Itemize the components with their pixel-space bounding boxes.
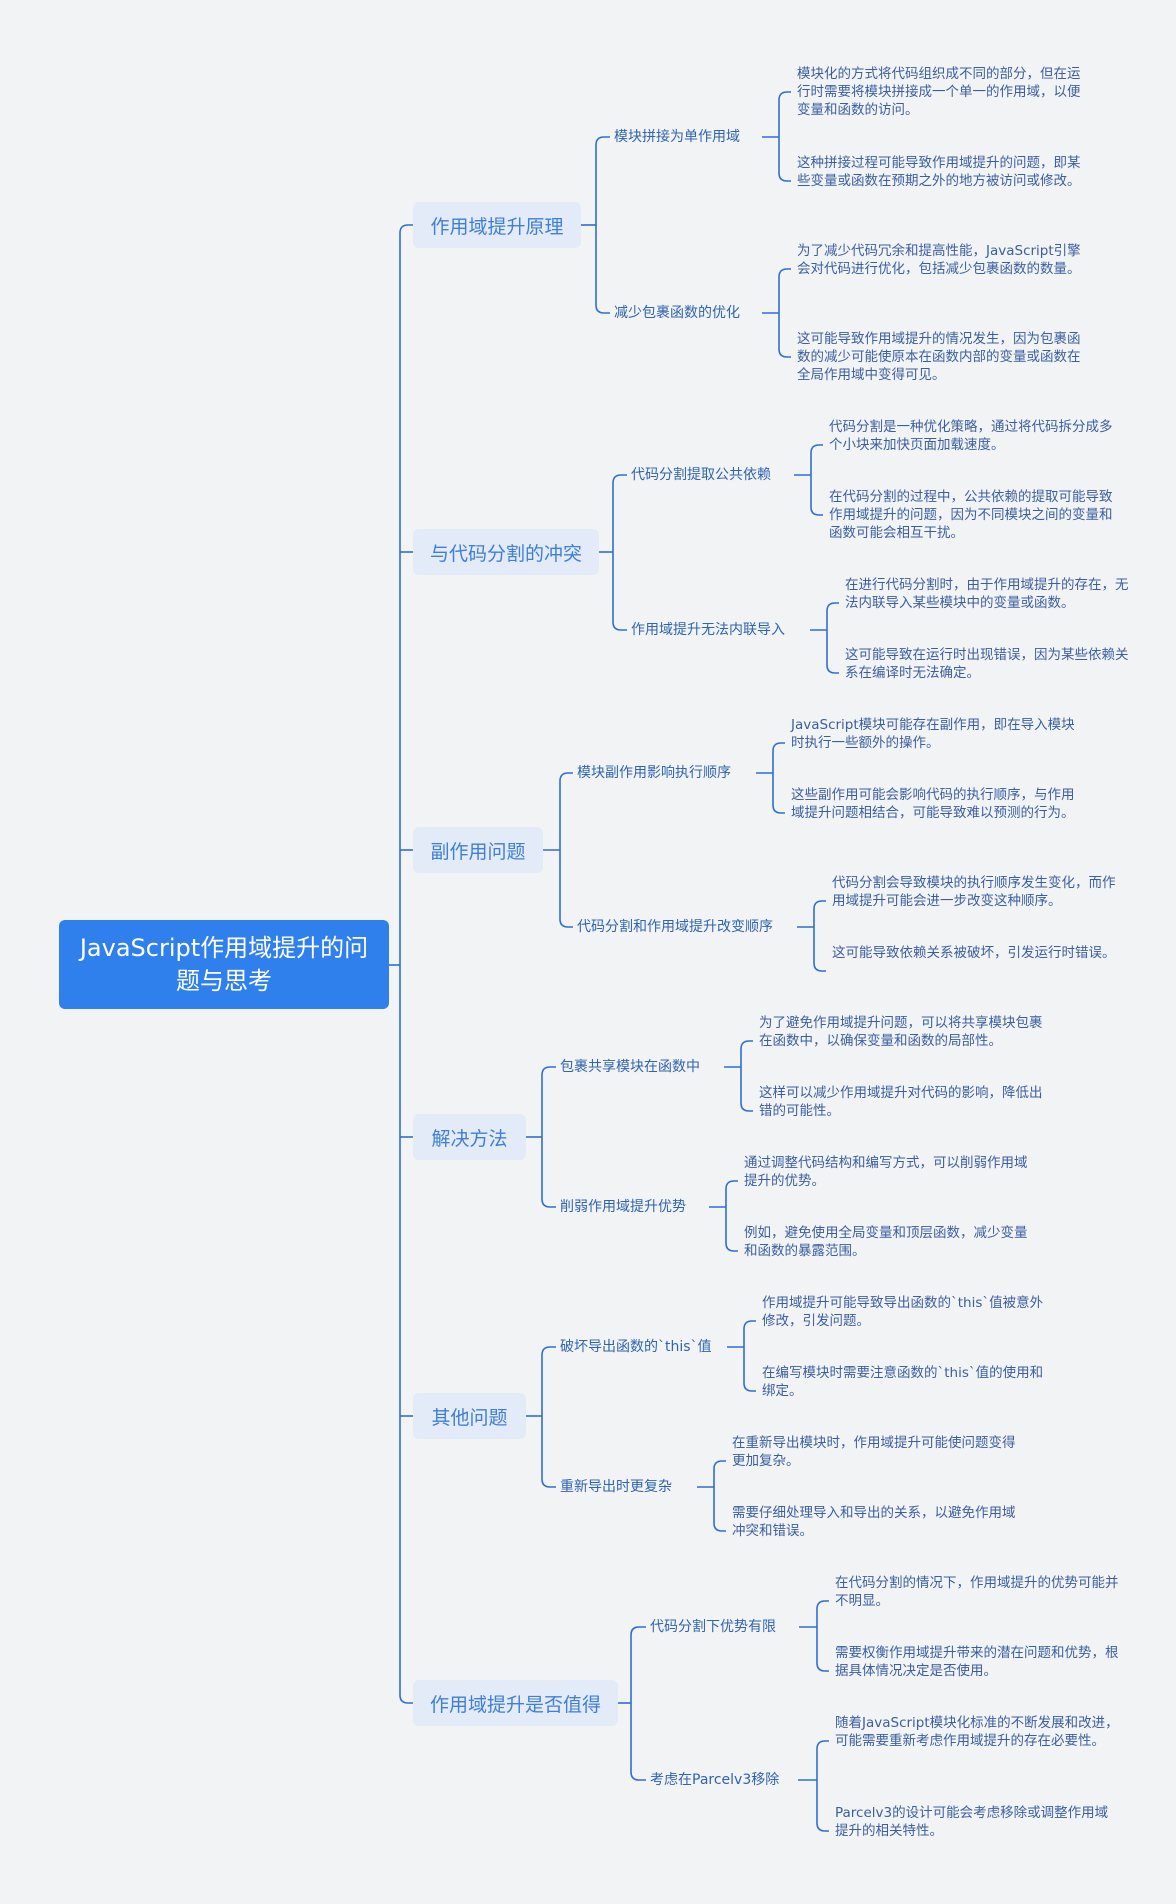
connector-line	[595, 136, 610, 314]
leaf-note: 需要权衡作用域提升带来的潜在问题和优势，根据具体情况决定是否使用。	[835, 1645, 1119, 1679]
subtopic-node[interactable]: 代码分割和作用域提升改变顺序	[577, 919, 773, 935]
topic-label: 作用域提升原理	[430, 215, 564, 238]
leaf-note: 这些副作用可能会影响代码的执行顺序，与作用域提升问题相结合，可能导致难以预测的行…	[791, 787, 1075, 821]
leaf-note: 这可能导致作用域提升的情况发生，因为包裹函数的减少可能使原本在函数内部的变量或函…	[797, 331, 1081, 383]
connector-line	[612, 474, 627, 631]
subtopic-node[interactable]: 模块拼接为单作用域	[614, 129, 740, 145]
topic-label: 副作用问题	[430, 840, 526, 863]
leaf-note: 为了减少代码冗余和提高性能，JavaScript引擎会对代码进行优化，包括减少包…	[797, 243, 1081, 277]
leaf-note: JavaScript模块可能存在副作用，即在导入模块时执行一些额外的操作。	[791, 717, 1075, 751]
connector-line	[816, 1600, 829, 1672]
connector-line	[541, 1346, 556, 1488]
leaf-note: 例如，避免使用全局变量和顶层函数，减少变量和函数的暴露范围。	[744, 1225, 1028, 1259]
topic-node[interactable]: 作用域提升是否值得	[413, 1680, 618, 1726]
leaf-note: 代码分割是一种优化策略，通过将代码拆分成多个小块来加快页面加载速度。	[829, 419, 1113, 453]
subtopic-node[interactable]: 破坏导出函数的`this`值	[560, 1339, 712, 1355]
subtopic-node[interactable]: 考虑在Parcelv3移除	[650, 1772, 780, 1788]
leaf-note: 代码分割会导致模块的执行顺序发生变化，而作用域提升可能会进一步改变这种顺序。	[832, 875, 1116, 909]
connector-line	[743, 1320, 756, 1392]
topic-node[interactable]: 其他问题	[413, 1393, 526, 1439]
subtopic-node[interactable]: 削弱作用域提升优势	[560, 1199, 686, 1215]
subtopic-node[interactable]: 减少包裹函数的优化	[614, 305, 740, 321]
root-label: JavaScript作用域提升的问题与思考	[79, 933, 369, 995]
connector-line	[778, 91, 791, 182]
subtopic-node[interactable]: 作用域提升无法内联导入	[631, 622, 785, 638]
root-node[interactable]: JavaScript作用域提升的问题与思考	[59, 920, 389, 1009]
leaf-note: 在重新导出模块时，作用域提升可能使问题变得更加复杂。	[732, 1435, 1016, 1469]
subtopic-node[interactable]: 重新导出时更复杂	[560, 1479, 672, 1495]
connector-line	[630, 1626, 646, 1781]
leaf-note: 这可能导致依赖关系被破坏，引发运行时错误。	[832, 945, 1116, 961]
connector-line	[740, 1040, 753, 1112]
connector-line	[778, 268, 791, 358]
leaf-note: 这可能导致在运行时出现错误，因为某些依赖关系在编译时无法确定。	[845, 647, 1129, 681]
topic-node[interactable]: 与代码分割的冲突	[413, 529, 599, 575]
topic-label: 其他问题	[431, 1406, 508, 1429]
subtopic-node[interactable]: 代码分割下优势有限	[650, 1619, 776, 1635]
connector-line	[826, 602, 839, 674]
connector-line	[713, 1460, 726, 1532]
connector-line	[813, 900, 826, 972]
leaf-note: 为了避免作用域提升问题，可以将共享模块包裹在函数中，以确保变量和函数的局部性。	[759, 1015, 1043, 1049]
subtopic-node[interactable]: 模块副作用影响执行顺序	[577, 765, 731, 781]
topic-label: 解决方法	[431, 1127, 508, 1150]
subtopic-node[interactable]: 代码分割提取公共依赖	[631, 467, 771, 483]
connector-line	[541, 1066, 556, 1208]
topic-label: 与代码分割的冲突	[429, 542, 582, 565]
topic-node[interactable]: 副作用问题	[413, 827, 543, 873]
subtopic-node[interactable]: 包裹共享模块在函数中	[560, 1059, 700, 1075]
connector-line	[399, 224, 413, 1704]
connector-line	[725, 1180, 738, 1252]
leaf-note: 模块化的方式将代码组织成不同的部分，但在运行时需要将模块拼接成一个单一的作用域，…	[797, 66, 1081, 118]
leaf-note: 在进行代码分割时，由于作用域提升的存在，无法内联导入某些模块中的变量或函数。	[845, 577, 1129, 611]
topic-node[interactable]: 解决方法	[413, 1114, 526, 1160]
leaf-note: 这样可以减少作用域提升对代码的影响，降低出错的可能性。	[759, 1085, 1043, 1119]
leaf-note: Parcelv3的设计可能会考虑移除或调整作用域提升的相关特性。	[835, 1805, 1109, 1839]
connector-line	[810, 444, 823, 516]
topic-node[interactable]: 作用域提升原理	[413, 202, 581, 248]
topic-label: 作用域提升是否值得	[429, 1693, 601, 1716]
leaf-note: 需要仔细处理导入和导出的关系，以避免作用域冲突和错误。	[732, 1505, 1016, 1539]
leaf-note: 随着JavaScript模块化标准的不断发展和改进，可能需要重新考虑作用域提升的…	[835, 1715, 1119, 1749]
leaf-note: 通过调整代码结构和编写方式，可以削弱作用域提升的优势。	[744, 1155, 1028, 1189]
leaf-note: 作用域提升可能导致导出函数的`this`值被意外修改，引发问题。	[762, 1295, 1044, 1329]
leaf-note: 在编写模块时需要注意函数的`this`值的使用和绑定。	[762, 1365, 1044, 1399]
leaf-note: 在代码分割的过程中，公共依赖的提取可能导致作用域提升的问题，因为不同模块之间的变…	[829, 489, 1113, 541]
leaf-note: 在代码分割的情况下，作用域提升的优势可能并不明显。	[835, 1575, 1119, 1609]
connector-line	[816, 1740, 829, 1832]
leaf-note: 这种拼接过程可能导致作用域提升的问题，即某些变量或函数在预期之外的地方被访问或修…	[797, 155, 1081, 189]
connector-line	[559, 772, 573, 928]
connector-line	[772, 742, 785, 814]
